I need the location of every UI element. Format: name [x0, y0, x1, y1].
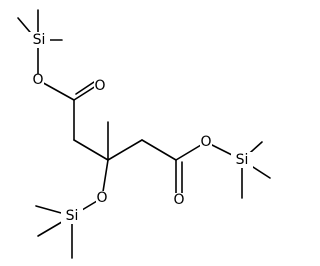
atom-o4: O: [173, 192, 185, 208]
atom-label-o2: O: [94, 78, 105, 94]
atom-o5: O: [200, 134, 212, 150]
bond-c1-o2: [73, 85, 97, 101]
bond-lines: [17, 9, 271, 259]
atom-labels: Si O O O O O Si Si: [28, 32, 253, 224]
atom-label-o4: O: [173, 192, 184, 208]
atom-label-o5: O: [200, 134, 211, 150]
atom-label-si3: Si: [66, 208, 79, 224]
atom-label-o1: O: [32, 72, 43, 88]
atom-o1: O: [32, 72, 44, 88]
atom-label-si2: Si: [236, 152, 249, 168]
atom-o6: O: [96, 190, 108, 206]
bond-ch2b-c5: [141, 139, 177, 161]
atom-si2: Si: [231, 152, 253, 168]
atom-label-si1: Si: [33, 32, 46, 48]
bond-c1-o2-double: [75, 81, 95, 95]
atom-label-o6: O: [96, 190, 107, 206]
atom-si1: Si: [28, 32, 50, 48]
structural-formula-diagram: Si O O O O O Si Si: [17, 9, 271, 259]
bond-c3-ch2b: [107, 139, 143, 161]
atom-o2: O: [94, 78, 106, 94]
bond-ch2a-c3: [73, 139, 109, 161]
atom-si3: Si: [61, 208, 83, 224]
